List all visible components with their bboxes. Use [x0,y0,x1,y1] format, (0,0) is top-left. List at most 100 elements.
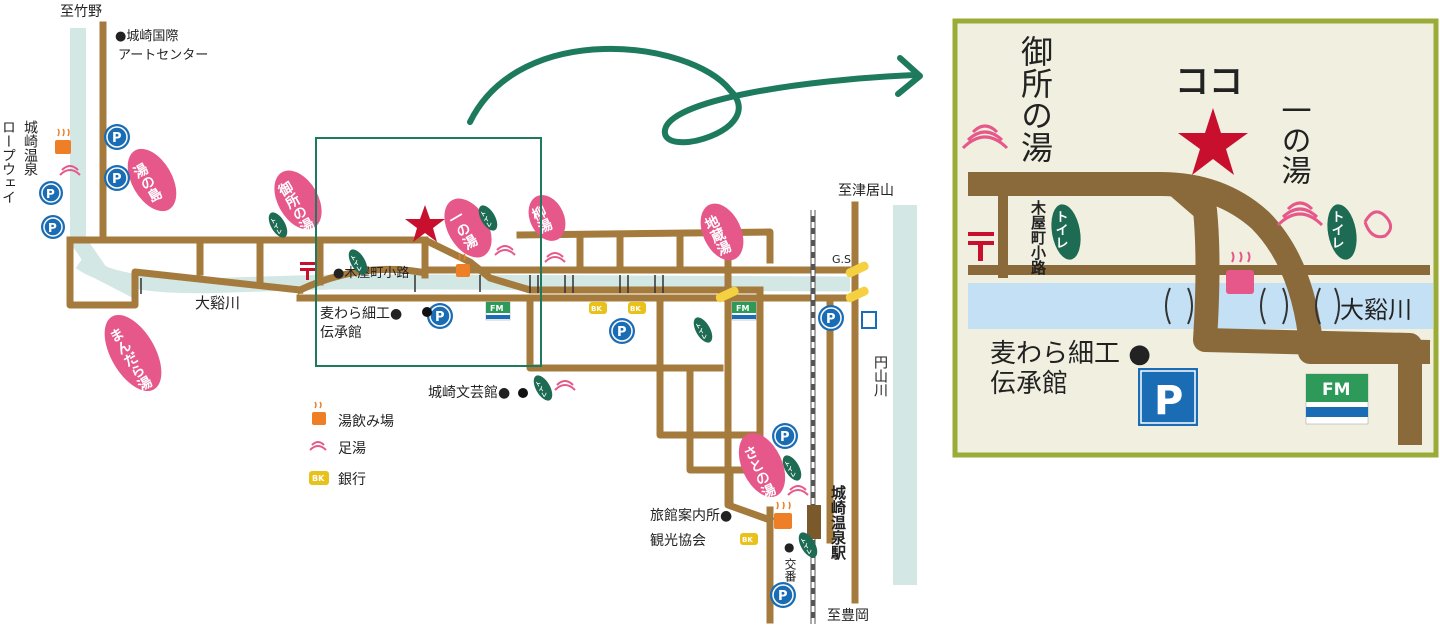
label-gas-station: G.S [832,253,851,266]
zoom-box [315,137,542,367]
parking-8[interactable]: P [772,423,798,449]
inset-toilet-1[interactable]: トイレ [1047,202,1084,262]
place-labels: 至竹野 ●城崎国際 アートセンター 城崎温泉 ロープウェイ 大谿川 ●木屋町小路… [0,4,894,624]
inset-parking[interactable]: P [1138,368,1198,426]
svg-text:P: P [112,172,122,187]
traffic-lights [715,261,869,303]
zoom-arrow [467,45,918,146]
svg-text:トイレ: トイレ [1329,210,1345,249]
footbath-icon-5 [787,485,809,496]
fm-store-1[interactable]: FM [485,301,511,321]
toilet-4[interactable]: トイレ [690,314,716,345]
legend: 湯飲み場 足湯 BK 銀行 [309,401,394,488]
label-to-tsuiyama: 至津居山 [838,183,894,199]
label-mugiwara-1: 麦わら細工● [320,306,402,322]
label-ryokan-info-2: 観光協会 [650,532,706,549]
label-bungeikan: 城崎文芸館● [428,384,510,401]
parking-3[interactable]: P [39,181,63,205]
road-west-loop [66,236,304,309]
parking-4[interactable]: P [41,215,65,239]
parking-9[interactable]: P [770,582,796,608]
legend-bank: BK 銀行 [309,471,366,488]
svg-text:P: P [617,325,627,340]
svg-text:足湯: 足湯 [338,440,366,457]
label-maruyama-river: 円山川 [872,355,888,397]
svg-text:P: P [1154,378,1183,424]
bridges [140,275,664,294]
inset-map: 御所の湯 ココ 一の湯 木屋町小路 大谿川 麦わら細工 ● 伝承館 トイレ トイ… [952,18,1439,458]
station-building [807,505,821,539]
svg-text:BK: BK [630,305,641,313]
label-to-takeno: 至竹野 [60,4,102,20]
inset-footbath-icon-1 [961,124,1009,150]
svg-text:ロープウェイ: ロープウェイ [0,120,16,204]
cafe-icon-3[interactable] [774,501,792,529]
inset-footbath-icon-2 [1276,201,1324,227]
inset-gosho: 御所の湯 [1016,35,1054,163]
post-office-icon [300,262,316,280]
label-kiyamachi: ●木屋町小路 [333,265,409,281]
facility-icons: FM FM BK BK BK [55,128,877,545]
parking-6[interactable]: P [609,318,635,344]
footbath-icon-3 [544,252,566,263]
inset-river-label: 大谿川 [1340,296,1412,324]
label-ryokan-info-1: 旅館案内所● [650,507,732,524]
parking-2[interactable]: P [104,165,130,191]
onsen-sato[interactable]: さとの湯 [730,426,795,505]
legend-footbath: 足湯 [309,440,366,457]
label-intl-art-center-2: アートセンター [118,48,208,63]
inset-ichi: 一の湯 [1276,95,1311,185]
parking-1[interactable]: P [104,124,130,150]
cafe-icon-1[interactable] [55,128,71,154]
road-south-grid [656,294,764,504]
onsen-jizo[interactable]: 地蔵湯 [692,197,752,267]
bank-1[interactable]: BK [589,302,607,314]
roads [66,21,859,624]
label-mugiwara-2: 伝承館 [320,324,362,341]
svg-text:P: P [112,131,122,146]
svg-text:トイレ: トイレ [1053,210,1069,249]
legend-cafe: 湯飲み場 [312,401,394,430]
onsen-mandara[interactable]: まんだら湯 [93,306,173,401]
svg-text:P: P [48,221,57,235]
inset-star-icon [1178,108,1248,175]
road-north-stubs [576,231,684,274]
parking-7[interactable]: P [818,305,844,331]
svg-text:P: P [780,430,790,445]
cafe-icon-2[interactable] [456,253,470,277]
label-to-toyooka: 至豊岡 [827,608,869,624]
point-markers [422,307,528,398]
bank-3[interactable]: BK [740,533,758,545]
svg-text:BK: BK [312,474,325,483]
svg-text:BK: BK [742,536,753,544]
svg-text:湯飲み場: 湯飲み場 [338,413,394,430]
toilet-5[interactable]: トイレ [530,372,556,403]
onsen-markers: まんだら湯 湯の島 御所の湯 一の湯 柳湯 地蔵湯 さとの湯 [93,141,795,505]
svg-text:BK: BK [591,305,602,313]
svg-text:銀行: 銀行 [338,472,366,488]
inset-koko: ココ [1175,62,1243,102]
label-intl-art-center-1: ●城崎国際 [115,29,178,44]
inset-kiyamachi: 木屋町小路 [1029,199,1047,275]
label-otani-river: 大谿川 [195,294,240,312]
inset-cafe-icon[interactable] [1226,251,1254,294]
label-koban-dot: ● [784,540,794,554]
footbath-icon-2 [494,245,516,256]
svg-text:FM: FM [1322,380,1351,400]
inset-toilet-2[interactable]: トイレ [1323,202,1360,262]
svg-text:P: P [826,312,836,327]
inset-fm-store[interactable]: FM [1305,373,1369,425]
bank-2[interactable]: BK [628,302,646,314]
svg-text:P: P [46,187,55,201]
onsen-yu-no-shima[interactable]: 湯の島 [118,141,187,220]
arrow-head-icon [895,55,923,97]
parking-5[interactable]: P [427,303,453,329]
footbath-icon-1 [59,165,81,176]
inset-mugiwara-1: 麦わら細工 ● [990,339,1151,369]
label-station: 城崎温泉駅 [829,484,847,561]
svg-text:城崎温泉: 城崎温泉 [22,120,38,176]
label-koban: 交番 [783,557,797,583]
fm-store-2[interactable]: FM [731,301,757,321]
road-main-south [724,231,775,525]
